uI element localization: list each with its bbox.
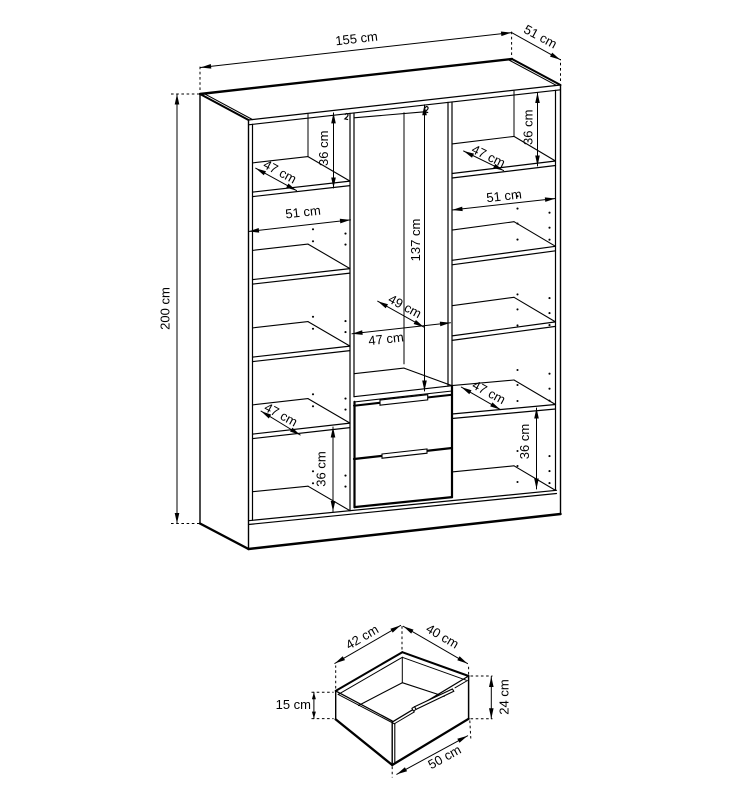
svg-text:36 cm: 36 cm — [314, 451, 329, 486]
svg-text:47 cm: 47 cm — [368, 329, 405, 348]
svg-text:200 cm: 200 cm — [158, 287, 173, 330]
svg-text:36 cm: 36 cm — [521, 110, 536, 145]
svg-text:36 cm: 36 cm — [517, 424, 532, 459]
svg-text:24 cm: 24 cm — [497, 679, 512, 714]
svg-text:36 cm: 36 cm — [316, 131, 331, 166]
svg-text:51 cm: 51 cm — [285, 203, 322, 222]
svg-text:155 cm: 155 cm — [334, 29, 378, 49]
svg-text:51 cm: 51 cm — [486, 186, 523, 205]
svg-text:137 cm: 137 cm — [408, 219, 423, 262]
svg-text:15 cm: 15 cm — [276, 697, 311, 712]
